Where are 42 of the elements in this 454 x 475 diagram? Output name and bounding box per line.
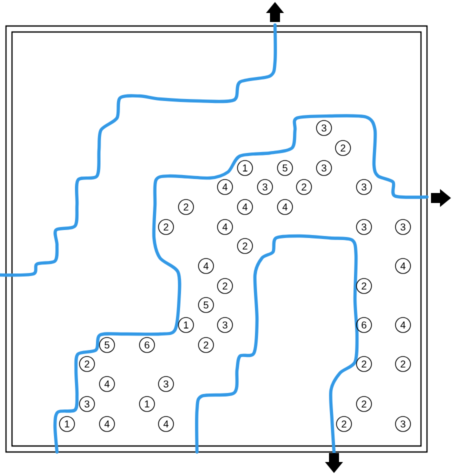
circled-number: 2 (198, 337, 214, 353)
circled-number: 3 (316, 160, 332, 176)
circled-number: 2 (79, 356, 95, 372)
circled-number: 3 (158, 376, 174, 392)
circled-number: 4 (198, 258, 214, 274)
circled-number: 4 (217, 179, 233, 195)
circled-number: 2 (178, 199, 194, 215)
circled-number: 3 (356, 179, 372, 195)
circled-number: 2 (336, 416, 352, 432)
circled-number: 2 (158, 219, 174, 235)
circled-number: 1 (139, 396, 155, 412)
circled-number: 4 (395, 258, 411, 274)
circled-number: 4 (277, 199, 293, 215)
circled-number: 4 (237, 199, 253, 215)
circled-number: 3 (79, 396, 95, 412)
circled-number: 3 (356, 219, 372, 235)
circled-number: 3 (257, 179, 273, 195)
circled-number: 1 (59, 416, 75, 432)
circled-number: 6 (139, 337, 155, 353)
circled-number: 4 (99, 416, 115, 432)
circled-number: 2 (296, 179, 312, 195)
circled-number: 3 (316, 120, 332, 136)
circled-number: 4 (158, 416, 174, 432)
circled-number: 3 (395, 416, 411, 432)
circled-number: 3 (395, 219, 411, 235)
circled-number: 3 (217, 317, 233, 333)
circled-number: 2 (356, 278, 372, 294)
circled-number: 2 (356, 396, 372, 412)
circled-number: 2 (335, 140, 351, 156)
circled-number: 1 (178, 317, 194, 333)
circled-number: 5 (99, 337, 115, 353)
circled-number: 6 (356, 317, 372, 333)
circled-number: 2 (356, 356, 372, 372)
circled-number: 2 (237, 238, 253, 254)
circled-number: 5 (198, 297, 214, 313)
circled-number: 5 (277, 160, 293, 176)
circled-number: 2 (395, 356, 411, 372)
circled-number: 2 (217, 278, 233, 294)
circled-number: 4 (99, 376, 115, 392)
circled-number: 4 (217, 219, 233, 235)
circled-number: 1 (237, 160, 253, 176)
circled-number: 4 (395, 317, 411, 333)
